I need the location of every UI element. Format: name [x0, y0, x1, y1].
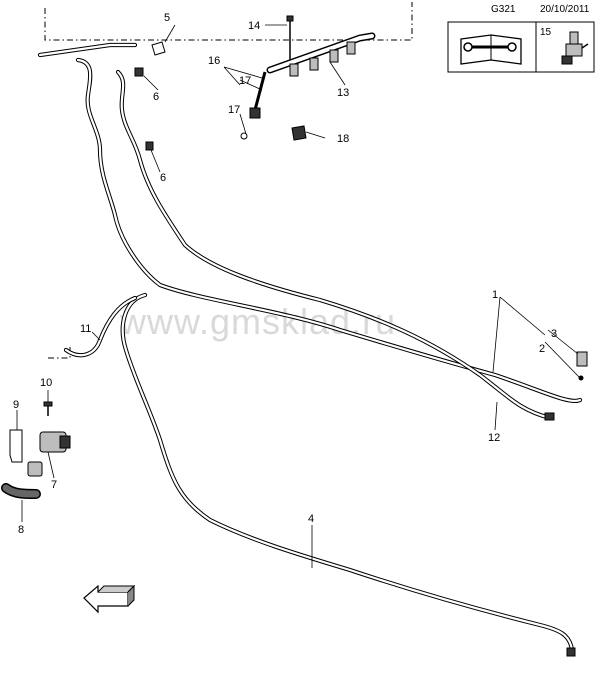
clip-part-6b	[145, 141, 154, 151]
injector-part-icon	[561, 31, 589, 65]
clip-part-18	[291, 125, 307, 141]
front-direction-arrow-icon	[83, 584, 136, 614]
pressure-regulator	[249, 107, 261, 119]
callout-2: 2	[539, 343, 545, 355]
callout-10: 10	[40, 377, 52, 389]
callout-12: 12	[488, 432, 500, 444]
injector-3	[329, 49, 339, 63]
callout-5: 5	[164, 12, 170, 24]
pipe-end-4	[566, 647, 576, 657]
callout-3: 3	[551, 328, 557, 340]
callout-6b: 6	[160, 172, 166, 184]
front-connector-3	[576, 351, 588, 381]
injector-1	[289, 63, 299, 77]
ref-number: 15	[540, 27, 552, 38]
fuel-rail	[249, 15, 376, 119]
callout-14: 14	[248, 20, 260, 32]
callout-9: 9	[13, 399, 19, 411]
injector-2	[309, 57, 319, 71]
diagram-date: 20/10/2011	[540, 4, 590, 15]
fuel-pipe-main	[37, 42, 583, 404]
bolt-part-10	[43, 401, 53, 416]
pipe-end-12	[544, 412, 555, 421]
clip-part-6a	[134, 67, 144, 77]
callout-labels: 5 6 6 14 16 17 17 13 18 1 3 2 12 4 11 10…	[13, 12, 557, 536]
callout-7: 7	[51, 479, 57, 491]
bracket-part-9	[9, 429, 23, 463]
callout-8: 8	[18, 524, 24, 536]
fuel-pipe-return	[115, 69, 553, 421]
callout-4: 4	[308, 513, 314, 525]
leader-lines	[16, 24, 581, 568]
fuel-pipe-long	[120, 292, 575, 653]
injector-4	[346, 41, 356, 55]
clip-part-5	[151, 41, 166, 56]
callout-17a: 17	[239, 75, 251, 87]
valve-part-7	[27, 431, 71, 477]
seal-part-17	[240, 132, 248, 140]
dashed-boundary-top	[44, 2, 413, 41]
diagram-code: G321	[491, 4, 516, 15]
callout-16: 16	[208, 55, 220, 67]
callout-17b: 17	[228, 104, 240, 116]
callout-1: 1	[492, 289, 498, 301]
reference-box: 15	[447, 21, 595, 73]
callout-11: 11	[80, 323, 91, 335]
callout-13: 13	[337, 87, 349, 99]
dashed-boundary-left	[48, 346, 71, 359]
hose-part-8	[1, 483, 41, 499]
repair-manual-icon	[460, 34, 522, 65]
callout-18: 18	[337, 133, 349, 145]
callout-6a: 6	[153, 91, 159, 103]
